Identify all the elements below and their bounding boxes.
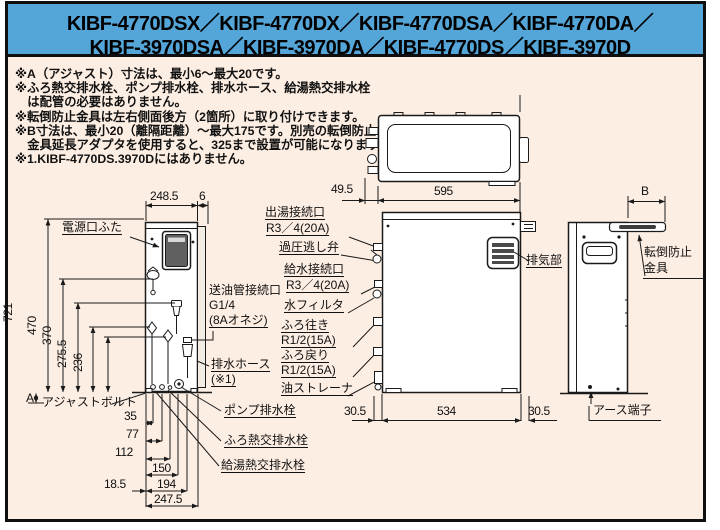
label-bath-return-size: R1/2(15A) xyxy=(281,363,336,378)
label-outlet-size: R3／4(20A) xyxy=(266,221,330,236)
note-line: ※A（アジャスト）寸法は、最小6〜最大20です。 xyxy=(15,67,288,81)
dim-bottom-247-5: 247.5 xyxy=(154,492,183,506)
dim-bracket-b: B xyxy=(641,184,649,198)
dim-bottom-18-5: 18.5 xyxy=(104,477,126,491)
dim-bottom-150: 150 xyxy=(152,461,171,475)
notes-block: ※A（アジャスト）寸法は、最小6〜最大20です。 ※ふろ熱交排水栓、ポンプ排水栓… xyxy=(15,67,435,166)
label-bath-out: ふろ往き xyxy=(281,318,330,333)
label-pump-drain: ポンプ排水栓 xyxy=(224,403,296,418)
dim-top-width: 595 xyxy=(434,184,453,198)
label-water-filter: 水フィルタ xyxy=(284,298,344,313)
dim-bottom-35: 35 xyxy=(124,409,137,423)
dim-front-width: 248.5 xyxy=(150,189,179,203)
dim-bottom-112: 112 xyxy=(115,445,133,459)
label-adjust-bolt: アジャストボルト xyxy=(42,395,137,409)
label-power-cover: 電源口ふた xyxy=(62,220,123,235)
dim-height-275-5: 275.5 xyxy=(55,339,69,368)
label-adjust-mark: A xyxy=(26,391,35,405)
dim-height-370: 370 xyxy=(40,326,54,345)
note-line: ※転倒防止金具は左右側面後方（2箇所）に取り付けできます。 xyxy=(15,109,365,124)
label-earth-terminal: アース端子 xyxy=(593,403,652,417)
label-inlet: 給水接続口 xyxy=(284,262,345,277)
dim-side-width: 534 xyxy=(437,404,456,418)
note-line: 金具延長アダプタを使用すると、325まで設置が可能になります。 xyxy=(15,138,391,153)
dim-side-right: 30.5 xyxy=(528,404,550,418)
label-oil-connection: 送油管接続口 xyxy=(209,283,282,297)
label-exhaust: 排気部 xyxy=(526,253,563,268)
model-list-line1: KIBF-4770DSX／KIBF-4770DX／KIBF-4770DSA／KI… xyxy=(66,13,654,35)
label-tipover-bracket-1: 転倒防止 xyxy=(644,245,693,259)
label-drain-hose-note: (※1) xyxy=(211,372,236,387)
label-tipover-bracket-2: 金具 xyxy=(644,261,669,275)
label-oil-connection-size: G1/4 xyxy=(209,298,236,312)
dim-front-height: 721 xyxy=(1,303,15,322)
note-line: は配管の必要はありません。 xyxy=(15,95,187,110)
dim-front-lip: 6 xyxy=(199,189,206,203)
note-line: ※ふろ熱交排水栓、ポンプ排水栓、排水ホース、給湯熱交排水栓 xyxy=(15,81,371,96)
label-bath-hx-drain: ふろ熱交排水栓 xyxy=(224,433,309,448)
label-bath-out-size: R1/2(15A) xyxy=(281,333,336,348)
dim-side-left: 30.5 xyxy=(344,404,366,418)
label-inlet-size: R3／4(20A) xyxy=(286,278,350,293)
note-line: ※B寸法は、最小20（離隔距離）〜最大175です。別売の転倒防止 xyxy=(15,123,377,138)
note-line: ※1.KIBF-4770DS.3970Dにはありません。 xyxy=(15,152,253,167)
label-drain-hose: 排水ホース xyxy=(211,357,271,372)
label-relief-valve: 過圧逃し弁 xyxy=(279,240,340,255)
dim-bottom-194: 194 xyxy=(157,477,176,491)
dim-top-offset: 49.5 xyxy=(331,182,353,196)
label-bath-return: ふろ戻り xyxy=(281,348,330,363)
label-hw-hx-drain: 給湯熱交排水栓 xyxy=(221,458,306,473)
label-outlet: 出湯接続口 xyxy=(265,205,326,220)
model-header xyxy=(8,4,703,57)
dim-bottom-77: 77 xyxy=(126,427,139,441)
model-list-line2: KIBF-3970DSA／KIBF-3970DA／KIBF-4770DS／KIB… xyxy=(89,37,631,59)
dim-height-470: 470 xyxy=(25,316,39,335)
label-oil-strainer: 油ストレーナ xyxy=(281,381,354,396)
label-oil-connection-thread: (8Aオネジ) xyxy=(209,313,268,328)
dim-height-236: 236 xyxy=(71,353,85,372)
